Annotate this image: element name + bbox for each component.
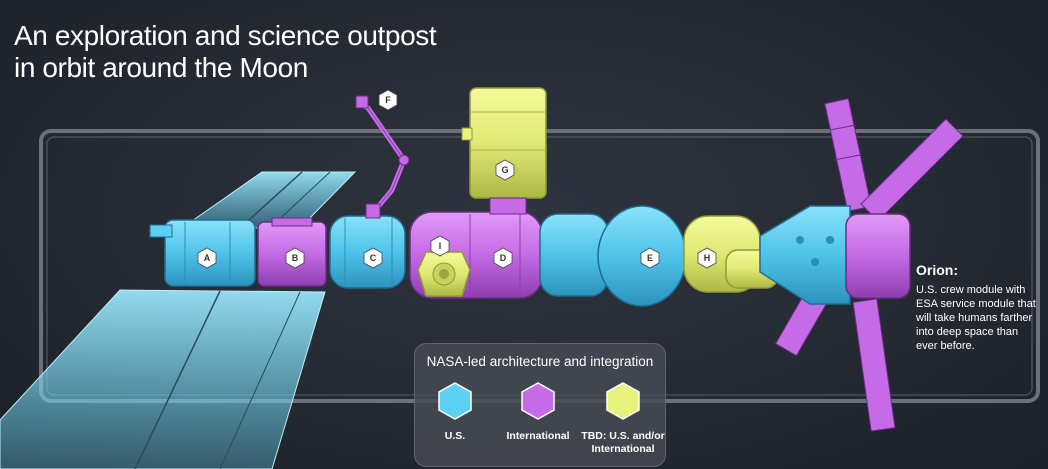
legend: NASA-led architecture and integration U.… (414, 343, 666, 467)
module-label-i: I (430, 235, 450, 257)
legend-title: NASA-led architecture and integration (426, 354, 654, 369)
svg-text:H: H (704, 253, 711, 263)
svg-text:D: D (500, 253, 507, 263)
legend-label-international: International (506, 430, 570, 442)
orion-caption: Orion: U.S. crew module with ESA service… (916, 262, 1042, 353)
title-line-1: An exploration and science outpost (14, 20, 437, 51)
module-label-h: H (697, 247, 717, 269)
svg-text:A: A (204, 253, 211, 263)
module-label-a: A (197, 247, 217, 269)
svg-text:I: I (439, 241, 442, 251)
orion-heading: Orion: (916, 262, 958, 278)
hexagon-us-icon (438, 382, 472, 420)
orion-spacecraft (759, 98, 964, 432)
module-label-c: C (363, 247, 383, 269)
module-label-e: E (640, 247, 660, 269)
legend-item-tbd: TBD: U.S. and/or International (578, 382, 668, 456)
solar-array-upper (180, 171, 357, 229)
module-label-f: F (378, 89, 398, 111)
legend-item-international: International (493, 382, 583, 443)
robotic-arm-f (355, 95, 410, 219)
svg-text:G: G (501, 165, 508, 175)
legend-item-us: U.S. (410, 382, 500, 443)
legend-label-tbd: TBD: U.S. and/or International (581, 430, 665, 455)
module-i (417, 251, 471, 297)
hexagon-international-icon (521, 382, 555, 420)
solar-array-lower (0, 289, 326, 469)
module-g (461, 87, 547, 215)
module-label-g: G (495, 159, 515, 181)
svg-text:C: C (370, 253, 377, 263)
legend-label-us: U.S. (444, 430, 466, 442)
hexagon-tbd-icon (606, 382, 640, 420)
orion-description: U.S. crew module with ESA service module… (916, 284, 1036, 352)
svg-text:F: F (385, 95, 391, 105)
svg-text:E: E (647, 253, 653, 263)
page-title: An exploration and science outpost in or… (14, 20, 437, 84)
module-label-d: D (493, 247, 513, 269)
module-label-b: B (285, 247, 305, 269)
title-line-2: in orbit around the Moon (14, 52, 308, 83)
svg-text:B: B (292, 253, 299, 263)
module-e (539, 205, 687, 307)
